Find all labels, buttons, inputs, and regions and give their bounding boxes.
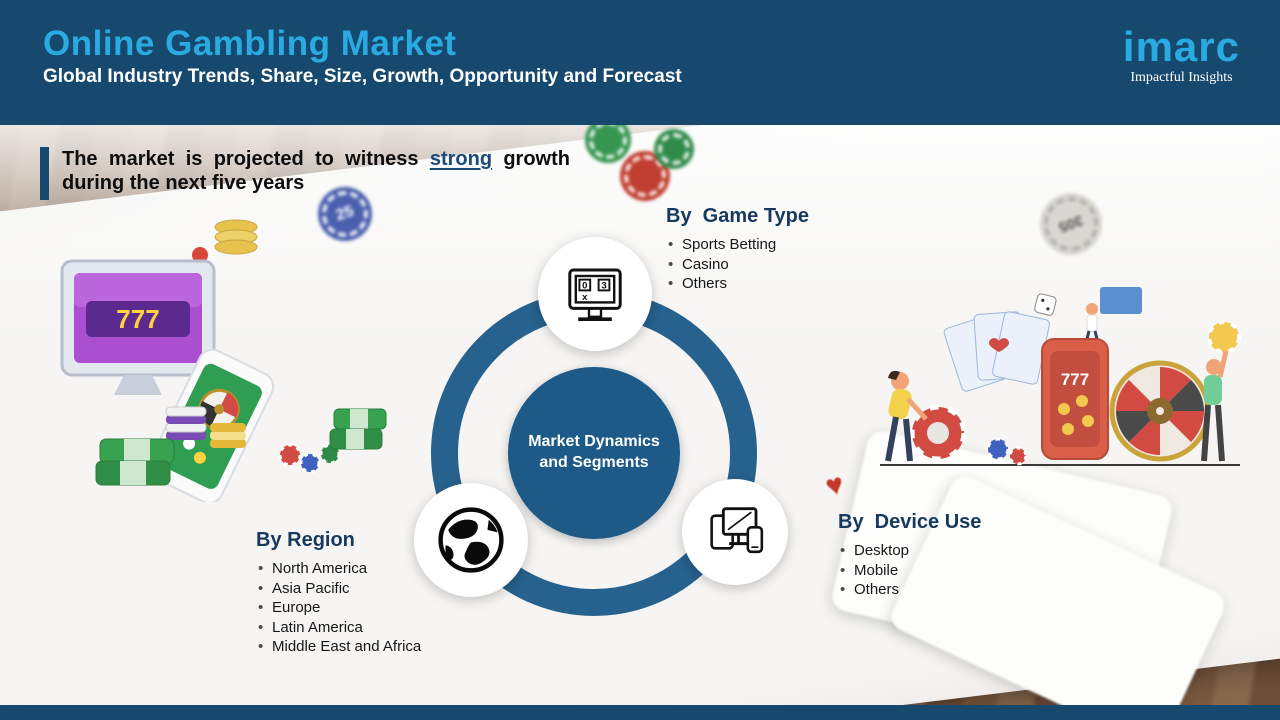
segment-game-type: By Game Type Sports Betting Casino Other…: [666, 205, 809, 294]
money-stack-icon: [95, 408, 387, 486]
key-statement: The market is projected to witness stron…: [40, 147, 580, 200]
diagram-center: Market Dynamics and Segments: [508, 367, 680, 539]
segment-list: North America Asia Pacific Europe Latin …: [256, 559, 421, 657]
segment-region: By Region North America Asia Pacific Eur…: [256, 529, 421, 657]
poker-chip-decor: [654, 129, 694, 169]
segment-list: Sports Betting Casino Others: [666, 235, 809, 294]
heart-suit-icon: [989, 338, 1009, 352]
segment-title: By Game Type: [666, 205, 810, 227]
roulette-wheel-icon: [1109, 360, 1211, 462]
coin-stack-icon: [214, 219, 258, 255]
header: Online Gambling Market Global Industry T…: [0, 0, 1280, 125]
svg-text:777: 777: [116, 304, 159, 334]
svg-text:x: x: [582, 292, 588, 303]
figure-holding-chip-icon: [1201, 320, 1241, 462]
devices-icon: [710, 507, 764, 554]
standing-figure-icon: [1085, 303, 1099, 340]
card-fan-icon: [943, 311, 1050, 392]
list-item: Others: [838, 580, 981, 600]
chip-stack-icon: [165, 406, 341, 474]
list-item: Latin America: [256, 618, 421, 638]
page-subtitle: Global Industry Trends, Share, Size, Gro…: [43, 66, 682, 87]
segment-title: By Region: [256, 529, 355, 551]
dice-icon: [1034, 293, 1057, 316]
globe-icon: [438, 507, 504, 573]
poker-chip-decor: [585, 125, 631, 163]
emphasis-word: strong: [429, 148, 493, 170]
content-area: 25 305 ♥ 777: [0, 125, 1280, 705]
list-item: Desktop: [838, 541, 981, 561]
accent-bar: [40, 147, 49, 200]
list-item: Europe: [256, 598, 421, 618]
logo-tagline: Impactful Insights: [1130, 70, 1233, 85]
diagram-center-label: Market Dynamics and Segments: [528, 433, 660, 471]
poker-chip-decor: [1008, 446, 1028, 466]
slot-phone-icon: 777: [1041, 338, 1109, 460]
logo-brand: imarc: [1122, 23, 1240, 70]
svg-text:3: 3: [601, 281, 606, 292]
list-item: Mobile: [838, 561, 981, 581]
list-item: North America: [256, 559, 421, 579]
left-casino-illustration: 777: [60, 219, 387, 502]
segment-device-use: By Device Use Desktop Mobile Others: [838, 511, 981, 600]
slot-machine-icon: 0 3 x: [568, 268, 622, 321]
page-title: Online Gambling Market: [43, 24, 457, 63]
device-use-node: [682, 479, 788, 585]
footer-bar: [0, 705, 1280, 720]
list-item: Asia Pacific: [256, 579, 421, 599]
imarc-logo: imarc Impactful Insights: [1123, 26, 1240, 86]
segment-list: Desktop Mobile Others: [838, 541, 981, 600]
list-item: Casino: [666, 255, 809, 275]
list-item: Middle East and Africa: [256, 637, 421, 657]
region-node: [414, 483, 528, 597]
figure-pushing-chip-icon: [885, 370, 967, 462]
joystick-ball-icon: [192, 247, 208, 263]
segment-title: By Device Use: [838, 511, 982, 533]
svg-text:0: 0: [582, 281, 587, 292]
game-type-node: 0 3 x: [538, 237, 652, 351]
key-statement-text: The market is projected to witness stron…: [62, 148, 570, 195]
right-casino-illustration: 777: [880, 287, 1241, 466]
list-item: Sports Betting: [666, 235, 809, 255]
svg-text:777: 777: [1061, 370, 1089, 389]
sign-board-icon: [1100, 287, 1142, 314]
slot-monitor-icon: 777: [60, 259, 216, 395]
poker-chip-decor: [986, 437, 1010, 461]
list-item: Others: [666, 274, 809, 294]
